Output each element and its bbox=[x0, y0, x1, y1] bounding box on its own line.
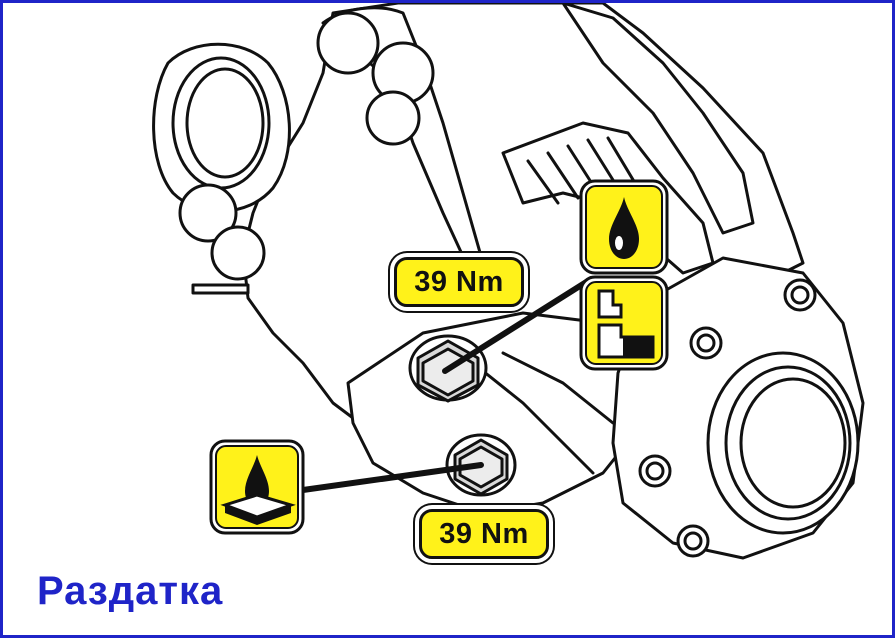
flange-bolts bbox=[638, 278, 817, 558]
leader-lines bbox=[300, 276, 594, 493]
diagram-caption: Раздатка bbox=[37, 569, 224, 613]
leader-line-fill bbox=[442, 276, 594, 374]
left-output-flange bbox=[152, 42, 291, 213]
side-rod bbox=[191, 283, 250, 295]
leader-line-drain bbox=[300, 462, 484, 493]
drain-oil-icon bbox=[209, 439, 305, 535]
torque-badge-drain-plug: 39 Nm bbox=[419, 509, 549, 559]
right-output-flange bbox=[611, 256, 865, 560]
lug-1 bbox=[316, 11, 380, 75]
transfer-case-illustration bbox=[152, 3, 865, 560]
housing-side-rib bbox=[561, 3, 755, 235]
fill-level-icon bbox=[579, 275, 669, 371]
lug-3 bbox=[365, 90, 421, 146]
lug-4 bbox=[178, 183, 238, 243]
lug-5 bbox=[210, 225, 266, 281]
oil-drop-icon bbox=[579, 179, 669, 275]
torque-badge-fill-plug: 39 Nm bbox=[394, 257, 524, 307]
